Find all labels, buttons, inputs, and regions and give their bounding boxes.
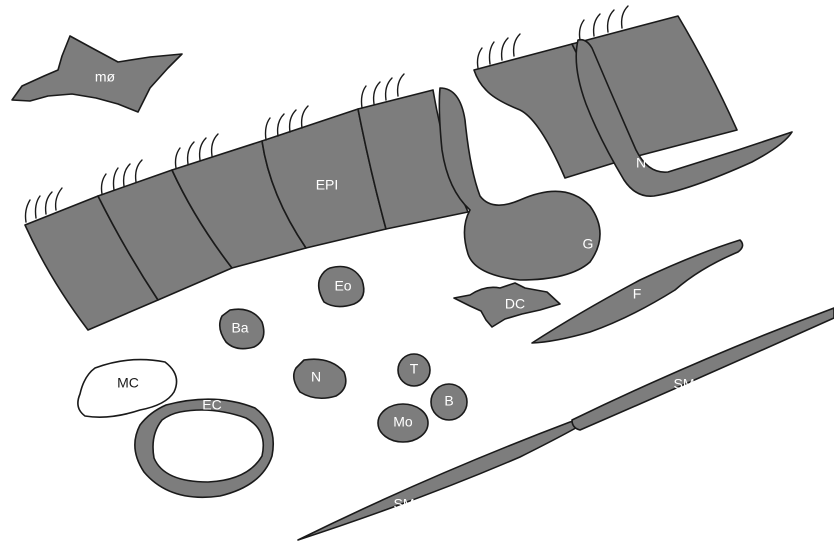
epithelium-label: EPI [316,177,339,193]
monocyte-label: Mo [393,414,413,430]
dendritic-cell-label: DC [505,296,525,312]
fibroblast-label: F [633,286,642,302]
nerve-upper-label: N [636,155,646,171]
t-cell-label: T [410,361,419,377]
smooth-muscle-upper-label: SM [674,376,695,392]
epithelium [25,90,468,330]
mast-cell-label: MC [117,375,139,391]
neutrophil-label: N [311,369,321,385]
smooth-muscle-lower-label: SM [394,496,415,512]
macrophage-label: mø [95,69,116,85]
smooth-muscle-cell [572,308,834,430]
endothelial-cell-label: EC [202,397,221,413]
goblet-label: G [583,236,594,252]
endothelial-cell [135,399,273,497]
basophil-label: Ba [231,320,248,336]
eosinophil-label: Eo [334,278,351,294]
smooth-muscle-cell [298,420,586,540]
b-cell-label: B [444,393,453,409]
